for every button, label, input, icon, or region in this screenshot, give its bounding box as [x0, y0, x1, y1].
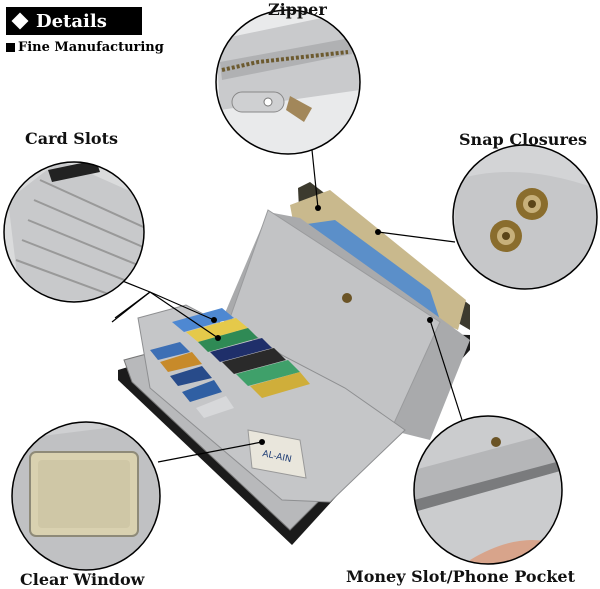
details-badge: Details	[6, 7, 142, 35]
card-slots-label: Card Slots	[25, 129, 118, 148]
card-slots-detail	[3, 161, 145, 303]
cards	[150, 308, 310, 418]
subtitle-label: Fine Manufacturing	[18, 40, 164, 55]
pointer-lines	[111, 149, 463, 463]
clear-window-label: Clear Window	[20, 570, 145, 589]
diamond-icon	[11, 12, 29, 30]
clear-window-detail	[11, 421, 161, 571]
wallet: AL-AIN	[118, 182, 470, 545]
money-slot-label: Money Slot/Phone Pocket	[346, 567, 575, 586]
square-bullet-icon	[6, 43, 15, 52]
pointer-dots	[211, 205, 433, 445]
snap-closures-detail	[452, 144, 598, 290]
zipper-label: Zipper	[268, 0, 327, 19]
money-slot-detail	[413, 415, 563, 565]
zipper-detail	[215, 9, 361, 155]
flap-snap	[342, 293, 352, 303]
snap-closures-label: Snap Closures	[459, 130, 588, 149]
details-badge-label: Details	[36, 10, 107, 32]
subtitle: Fine Manufacturing	[6, 40, 164, 55]
